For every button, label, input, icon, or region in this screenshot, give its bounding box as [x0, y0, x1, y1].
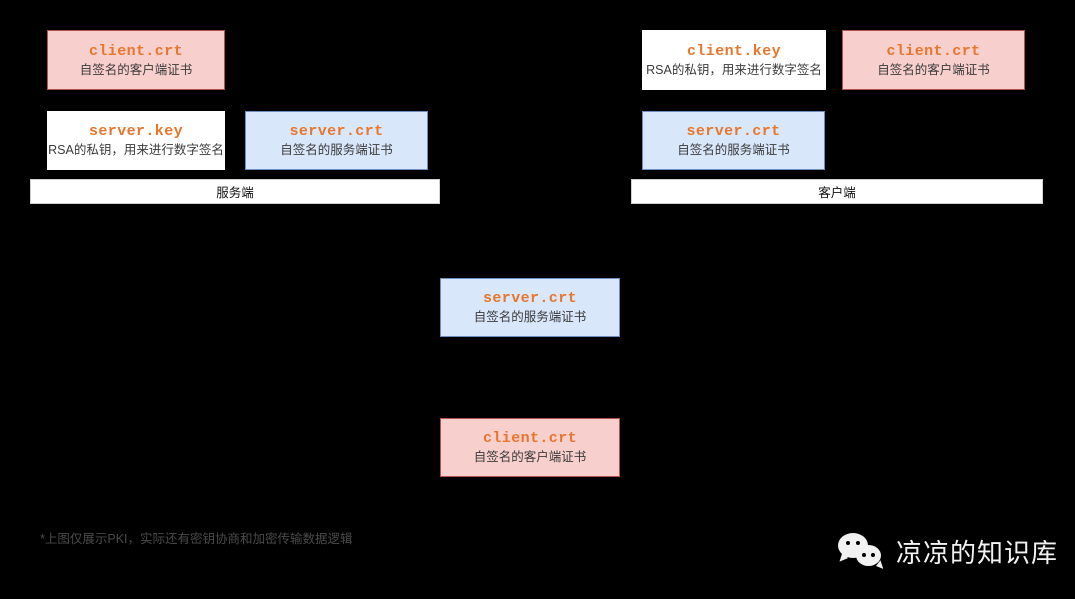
wechat-icon [838, 531, 884, 571]
asset-card-server-client-crt[interactable]: client.crt 自签名的客户端证书 [47, 30, 225, 90]
asset-card-title: client.crt [886, 42, 981, 60]
watermark-label: 凉凉的知识库 [896, 537, 1059, 568]
asset-card-title: server.key [88, 123, 183, 141]
asset-card-description: RSA的私钥，用来进行数字签名 [646, 62, 822, 77]
asset-card-title: server.crt [482, 290, 577, 308]
asset-card-server-key[interactable]: server.key RSA的私钥，用来进行数字签名 [47, 111, 225, 170]
asset-card-description: 自签名的服务端证书 [677, 143, 790, 158]
role-bar-server[interactable]: 服务端 [30, 179, 440, 204]
role-bar-label: 客户端 [818, 186, 856, 200]
asset-card-description: 自签名的服务端证书 [473, 310, 587, 325]
asset-card-title: client.crt [88, 42, 183, 60]
exchange-card-server-crt[interactable]: server.crt 自签名的服务端证书 [440, 278, 620, 337]
asset-card-title: server.crt [686, 123, 781, 141]
role-bar-client[interactable]: 客户端 [631, 179, 1043, 204]
watermark: 凉凉的知识库 [838, 531, 1058, 571]
asset-card-title: client.crt [482, 430, 577, 448]
asset-card-description: 自签名的服务端证书 [280, 143, 393, 158]
asset-card-description: 自签名的客户端证书 [79, 62, 193, 77]
role-bar-label: 服务端 [216, 186, 254, 200]
footnote-text: *上图仅展示PKI，实际还有密钥协商和加密传输数据逻辑 [40, 532, 353, 546]
asset-card-client-client-crt[interactable]: client.crt 自签名的客户端证书 [842, 30, 1025, 90]
asset-card-server-server-crt[interactable]: server.crt 自签名的服务端证书 [245, 111, 428, 170]
asset-card-client-key[interactable]: client.key RSA的私钥，用来进行数字签名 [642, 30, 826, 90]
asset-card-description: 自签名的客户端证书 [473, 450, 587, 465]
asset-card-description: 自签名的客户端证书 [877, 62, 990, 77]
exchange-card-client-crt[interactable]: client.crt 自签名的客户端证书 [440, 418, 620, 477]
asset-card-client-server-crt[interactable]: server.crt 自签名的服务端证书 [642, 111, 825, 170]
asset-card-title: client.key [686, 42, 781, 60]
asset-card-description: RSA的私钥，用来进行数字签名 [48, 143, 224, 158]
asset-card-title: server.crt [289, 123, 384, 141]
